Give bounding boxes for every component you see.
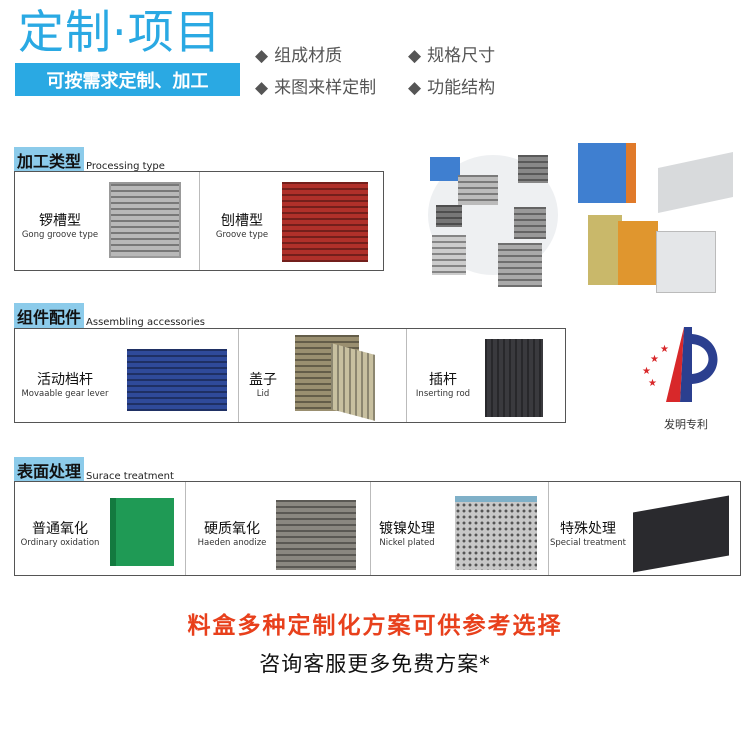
section-header-accessories: 组件配件 Assembling accessories: [14, 303, 205, 329]
svg-text:★: ★: [650, 354, 659, 365]
lid-image: [331, 343, 375, 421]
product-name-en: Lid: [256, 389, 270, 399]
diamond-icon: ◆: [255, 46, 269, 66]
section-title: 加工类型: [14, 147, 85, 173]
product-name: 插杆: [429, 372, 457, 388]
product-name: 特殊处理: [560, 521, 616, 537]
product-image: [633, 495, 729, 573]
product-image: [127, 349, 227, 411]
feature-item: ◆组成材质: [255, 41, 342, 66]
section-title: 组件配件: [14, 303, 85, 329]
page-title: 定制·项目: [18, 5, 222, 59]
product-name-en: Movaable gear lever: [21, 389, 109, 399]
product-collage-image: [418, 135, 738, 305]
cta-text: 咨询客服更多免费方案*: [259, 652, 491, 676]
section-subtitle: Processing type: [86, 161, 165, 172]
product-name: 活动档杆: [37, 372, 93, 388]
diamond-icon: ◆: [408, 46, 422, 66]
product-name: 盖子: [249, 372, 277, 388]
product-image: [276, 500, 356, 570]
section-header-surface: 表面处理 Surace treatment: [14, 457, 174, 483]
product-name-en: Special treatment: [550, 538, 626, 548]
headline: 料盒多种定制化方案可供参考选择: [187, 613, 563, 639]
product-image: [110, 498, 174, 566]
product-name: 刨槽型: [221, 213, 263, 229]
product-image: [455, 496, 537, 570]
product-name: 硬质氧化: [204, 521, 260, 537]
section-header-processing: 加工类型 Processing type: [14, 147, 165, 173]
patent-logo: ★ ★ ★ ★ 发明专利: [636, 322, 736, 432]
patent-emblem-icon: ★ ★ ★ ★: [642, 327, 718, 402]
feature-item: ◆规格尺寸: [408, 41, 495, 66]
product-name-en: Groove type: [215, 230, 269, 240]
section-subtitle: Surace treatment: [86, 471, 174, 482]
product-image: [485, 339, 543, 417]
product-name-en: Ordinary oxidation: [20, 538, 100, 548]
product-image: [282, 182, 368, 262]
product-name: 锣槽型: [39, 213, 81, 229]
product-name: 普通氧化: [32, 521, 88, 537]
patent-label: 发明专利: [664, 418, 708, 431]
section-title: 表面处理: [14, 457, 85, 483]
product-name: 镀镍处理: [379, 521, 435, 537]
svg-text:★: ★: [660, 344, 669, 355]
svg-text:★: ★: [648, 378, 657, 389]
product-name-en: Haeden anodize: [197, 538, 267, 548]
product-name-en: Gong groove type: [21, 230, 99, 240]
feature-label: 组成材质: [274, 46, 343, 66]
diamond-icon: ◆: [255, 78, 269, 98]
product-name-en: Nickel plated: [379, 538, 435, 548]
feature-item: ◆功能结构: [408, 73, 495, 98]
product-name-en: Inserting rod: [415, 389, 471, 399]
product-image: [109, 182, 181, 258]
svg-text:★: ★: [642, 366, 651, 377]
feature-label: 来图来样定制: [274, 78, 377, 98]
subtitle-banner: 可按需求定制、加工: [15, 63, 240, 96]
feature-label: 规格尺寸: [427, 46, 496, 66]
diamond-icon: ◆: [408, 78, 422, 98]
feature-item: ◆来图来样定制: [255, 73, 376, 98]
section-subtitle: Assembling accessories: [86, 317, 206, 328]
feature-label: 功能结构: [427, 78, 496, 98]
